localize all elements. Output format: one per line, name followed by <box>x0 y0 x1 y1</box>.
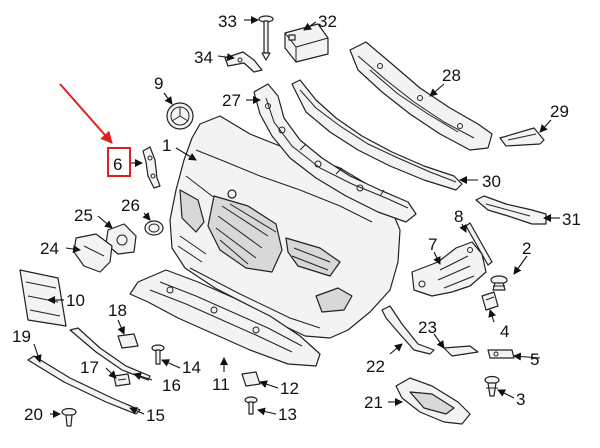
callout-2: 2 <box>522 239 531 258</box>
part-12-clip <box>241 371 261 387</box>
leader-24 <box>65 245 81 253</box>
leader-32 <box>303 21 317 31</box>
callout-20: 20 <box>24 405 43 424</box>
callout-23: 23 <box>418 318 437 337</box>
leader-8 <box>459 223 467 233</box>
part-21-bezel <box>395 377 471 425</box>
leader-7 <box>433 251 441 265</box>
leader-25 <box>97 215 113 229</box>
leader-9 <box>163 92 173 105</box>
part-4-clip <box>481 291 499 311</box>
callout-15: 15 <box>146 406 165 425</box>
part-2-screw <box>490 275 508 291</box>
part-19-strip <box>27 355 141 415</box>
part-18-clip <box>117 333 139 349</box>
part-30-reinforcement <box>291 79 463 191</box>
leader-15 <box>129 407 145 415</box>
leader-12 <box>259 380 279 389</box>
part-32-module <box>284 23 329 63</box>
highlight-box <box>107 147 131 177</box>
part-14-bolt <box>151 344 165 365</box>
part-26-grommet <box>144 220 164 236</box>
callout-18: 18 <box>108 301 127 320</box>
leader-19 <box>33 343 42 363</box>
callout-26: 26 <box>121 196 140 215</box>
callout-34: 34 <box>194 48 213 67</box>
part-11-undershield <box>129 269 321 367</box>
callout-17: 17 <box>80 358 99 377</box>
callout-31: 31 <box>562 210 581 229</box>
highlight-part-6 <box>59 83 131 177</box>
part-7-bracket <box>411 241 487 297</box>
leader-26 <box>142 212 151 221</box>
callout-1: 1 <box>162 136 171 155</box>
callout-4: 4 <box>500 322 509 341</box>
part-28-foam <box>349 41 493 151</box>
leader-lines <box>33 16 560 418</box>
callout-32: 32 <box>318 12 337 31</box>
part-3-pin <box>484 375 500 397</box>
leader-29 <box>539 119 552 133</box>
leader-16 <box>133 372 153 381</box>
callout-33: 33 <box>218 12 237 31</box>
callout-labels: 33 32 34 9 27 28 29 1 6 30 31 25 26 8 24… <box>12 12 581 425</box>
leader-4 <box>488 309 497 323</box>
callout-30: 30 <box>482 172 501 191</box>
part-23-strip <box>443 345 479 357</box>
callout-6: 6 <box>113 155 122 174</box>
leader-17 <box>105 367 117 379</box>
callout-21: 21 <box>364 393 383 412</box>
callout-14: 14 <box>182 358 201 377</box>
leader-3 <box>497 389 515 399</box>
callout-25: 25 <box>74 206 93 225</box>
callout-27: 27 <box>222 91 241 110</box>
part-9-emblem <box>166 102 194 130</box>
leader-18 <box>117 319 125 335</box>
callout-12: 12 <box>280 379 299 398</box>
leader-23 <box>433 333 445 349</box>
leader-1 <box>175 147 197 161</box>
part-6-bracket <box>142 146 161 189</box>
part-33-bolt <box>258 15 274 61</box>
leader-14 <box>161 359 181 369</box>
part-31-bracket <box>475 195 547 225</box>
part-29-trim <box>499 127 545 147</box>
callout-19: 19 <box>12 327 31 346</box>
highlight-arrow <box>59 83 113 144</box>
part-20-pin <box>61 407 77 427</box>
callout-24: 24 <box>40 239 59 258</box>
leader-2 <box>513 255 528 275</box>
part-15-strip <box>69 327 151 381</box>
callout-28: 28 <box>442 66 461 85</box>
part-10-plate-bracket <box>19 269 67 327</box>
callout-11: 11 <box>212 375 230 394</box>
callout-10: 10 <box>66 291 85 310</box>
part-34-bracket <box>224 51 263 73</box>
leader-5 <box>513 352 541 361</box>
leader-22 <box>389 343 403 355</box>
callout-16: 16 <box>162 376 181 395</box>
callout-5: 5 <box>530 350 539 369</box>
part-27-absorber <box>253 83 417 223</box>
callout-22: 22 <box>366 357 385 376</box>
callout-9: 9 <box>154 74 163 93</box>
leader-28 <box>429 83 445 97</box>
part-17-clip <box>113 373 131 387</box>
leader-34 <box>217 53 235 62</box>
callout-8: 8 <box>454 207 463 226</box>
callout-29: 29 <box>550 102 569 121</box>
callout-13: 13 <box>278 405 297 424</box>
part-13-bolt <box>244 396 258 415</box>
part-22-molding <box>381 305 435 355</box>
callout-3: 3 <box>516 390 525 409</box>
leader-13 <box>257 407 277 416</box>
part-5-fastener <box>487 349 515 359</box>
callout-7: 7 <box>428 235 437 254</box>
part-24-bracket <box>73 233 113 273</box>
